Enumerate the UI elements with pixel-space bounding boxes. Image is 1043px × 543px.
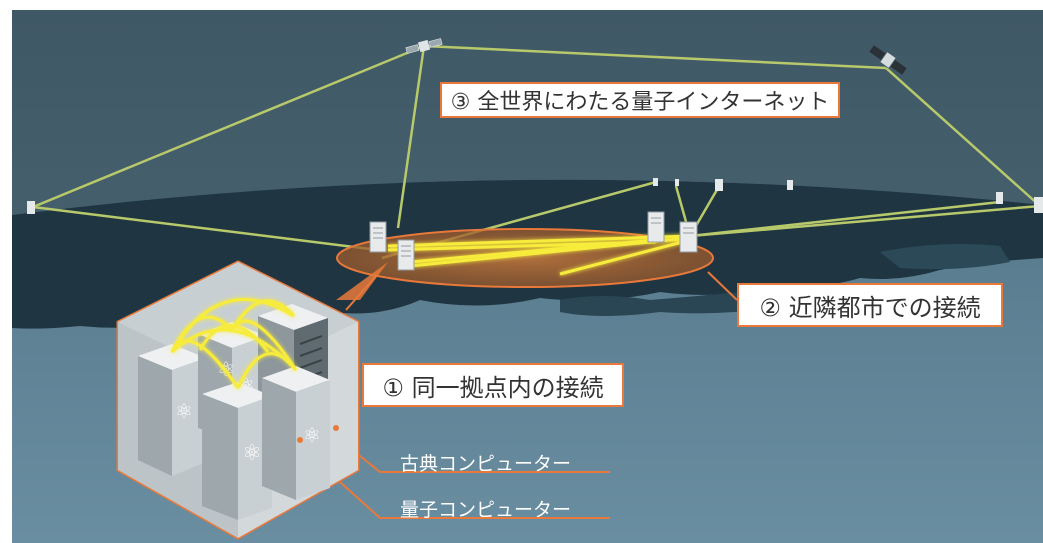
land-coast (560, 290, 770, 316)
classical-computer-label: 古典コンピューター (400, 453, 572, 475)
quantum-computer-icon: ⚛ (202, 382, 272, 520)
satellite-icon (405, 38, 443, 54)
classical-marker (333, 425, 339, 431)
svg-text:⚛: ⚛ (242, 441, 262, 466)
callout-wedge (336, 262, 388, 300)
server-icon (369, 211, 698, 271)
svg-text:⚛: ⚛ (303, 423, 321, 447)
quantum-computer-icon: ⚛ (262, 366, 330, 500)
local-connection-label: ① 同一拠点内の接続 (362, 363, 624, 407)
metro-connection-label: ② 近隣都市での接続 (737, 283, 1003, 327)
global-internet-label: ③ 全世界にわたる量子インターネット (440, 82, 840, 118)
land-island (880, 244, 1010, 270)
metro-links (387, 234, 691, 276)
svg-text:⚛: ⚛ (175, 399, 193, 423)
satellite-icon (869, 45, 907, 75)
quantum-computer-icon: ⚛ (138, 344, 206, 476)
local-links (170, 298, 298, 389)
server-icon (27, 178, 1043, 214)
quantum-computer-label: 量子コンピューター (400, 499, 572, 521)
